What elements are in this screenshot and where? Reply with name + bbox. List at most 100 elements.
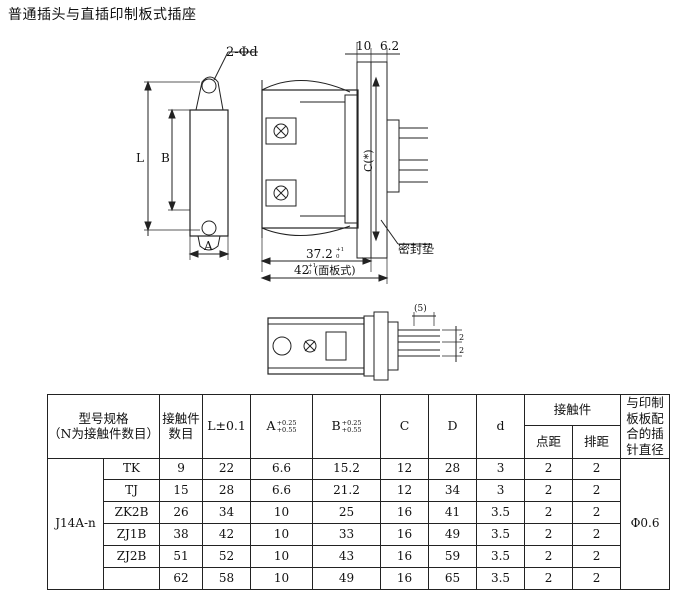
cell-B: 49	[312, 566, 382, 590]
series-cell: J14A-n	[47, 457, 104, 590]
technical-drawing: 2-Φd L B A	[136, 39, 464, 381]
header-L: L±0.1	[202, 394, 252, 459]
cell-L: 34	[202, 501, 252, 524]
cell-d: 3	[476, 457, 526, 481]
cell-row-pitch: 2	[572, 501, 622, 524]
cell-n: 9	[159, 457, 204, 481]
dim-10-label: 10	[356, 39, 371, 53]
cell-row-pitch: 2	[572, 544, 622, 568]
header-model-spec-note: （N为接触件数目）	[48, 426, 159, 442]
header-B-tol-plus: +0.25	[341, 418, 362, 427]
cell-C: 16	[380, 544, 430, 568]
cell-L: 58	[202, 566, 252, 590]
cell-point-pitch: 2	[524, 457, 574, 481]
cell-L: 22	[202, 457, 252, 481]
cell-B: 43	[312, 544, 382, 568]
header-A-text: A	[266, 418, 276, 434]
top-view	[267, 311, 462, 381]
dim-37-2-tol-minus: 0	[336, 254, 340, 260]
cell-n: 15	[159, 479, 204, 503]
dim-seal-label: 密封垫	[398, 241, 434, 256]
header-model-spec-title: 型号规格	[78, 410, 129, 426]
header-row-pitch: 排距	[572, 424, 622, 459]
cell-L: 28	[202, 479, 252, 503]
table-row: J14A-n TK 9 22 6.6 15.2 12 28 3 2 2 Φ0.6	[47, 457, 671, 590]
cell-D: 28	[428, 457, 478, 481]
cell-D: 59	[428, 544, 478, 568]
header-contact-group: 接触件	[524, 394, 622, 426]
dim-42-note: (面板式)	[314, 263, 356, 277]
spec-table: 型号规格 （N为接触件数目） 接触件数目 L±0.1 A+0.25+0.55 B…	[46, 394, 671, 590]
cell-B: 15.2	[312, 457, 382, 481]
cell-n: 38	[159, 522, 204, 546]
cell-C: 16	[380, 522, 430, 546]
cell-row-pitch: 2	[572, 479, 622, 503]
table-row: 62 58 10 49 16 65 3.5 2 2	[48, 566, 670, 590]
header-point-pitch: 点距	[524, 424, 574, 459]
cell-D: 49	[428, 522, 478, 546]
header-A: A+0.25+0.55	[250, 394, 314, 459]
cell-d: 3	[476, 479, 526, 503]
cell-C: 12	[380, 457, 430, 481]
header-contact-count: 接触件数目	[159, 394, 204, 459]
cell-point-pitch: 2	[524, 566, 574, 590]
dim-37-2-tol-plus: +1	[336, 247, 344, 253]
header-A-tol-plus: +0.25	[276, 418, 297, 427]
cell-C: 12	[380, 479, 430, 503]
dim-2a-label: 2	[459, 333, 464, 342]
cell-row-pitch: 2	[572, 522, 622, 546]
front-view	[144, 51, 258, 260]
header-d: d	[476, 394, 526, 459]
dim-42-label: 42	[294, 263, 309, 277]
header-B: B+0.25+0.55	[312, 394, 382, 459]
cell-L: 52	[202, 544, 252, 568]
cell-point-pitch: 2	[524, 479, 574, 503]
cell-C: 16	[380, 566, 430, 590]
table-row: TJ 15 28 6.6 21.2 12 34 3 2 2	[48, 479, 670, 503]
cell-D: 41	[428, 501, 478, 524]
cell-d: 3.5	[476, 501, 526, 524]
dim-hole-label: 2-Φd	[226, 45, 258, 60]
side-view	[260, 42, 432, 284]
table-row: ZJ1B 38 42 10 33 16 49 3.5 2 2	[48, 522, 670, 546]
dim-L-label: L	[136, 151, 144, 165]
header-A-tol-minus: +0.55	[276, 425, 297, 434]
cell-type: ZK2B	[102, 501, 161, 524]
cell-A: 6.6	[250, 479, 314, 503]
cell-row-pitch: 2	[572, 457, 622, 481]
header-model-spec: 型号规格 （N为接触件数目）	[46, 394, 161, 459]
header-C: C	[380, 394, 430, 459]
cell-d: 3.5	[476, 544, 526, 568]
header-B-text: B	[331, 418, 341, 434]
cell-point-pitch: 2	[524, 501, 574, 524]
cell-type: ZJ1B	[102, 522, 161, 546]
cell-B: 25	[312, 501, 382, 524]
cell-n: 26	[159, 501, 204, 524]
table-row: ZK2B 26 34 10 25 16 41 3.5 2 2	[48, 501, 670, 524]
cell-d: 3.5	[476, 522, 526, 546]
header-pcb-hole: 与印制板板配合的插针直径	[620, 394, 671, 459]
dim-C-label: C(*)	[362, 150, 375, 173]
dim-6-2-label: 6.2	[380, 39, 399, 53]
dim-2b-label: 2	[459, 346, 464, 355]
cell-L: 42	[202, 522, 252, 546]
cell-A: 6.6	[250, 457, 314, 481]
dim-B-label: B	[161, 151, 170, 165]
cell-d: 3.5	[476, 566, 526, 590]
header-D: D	[428, 394, 478, 459]
cell-B: 33	[312, 522, 382, 546]
cell-type: TK	[102, 457, 161, 481]
cell-row-pitch: 2	[572, 566, 622, 590]
cell-A: 10	[250, 566, 314, 590]
dim-42-tol-plus: +1	[308, 263, 316, 269]
cell-type	[102, 566, 161, 590]
cell-D: 65	[428, 566, 478, 590]
cell-point-pitch: 2	[524, 522, 574, 546]
cell-A: 10	[250, 544, 314, 568]
cell-n: 62	[159, 566, 204, 590]
pcb-hole-cell: Φ0.6	[620, 457, 671, 590]
table-row: ZJ2B 51 52 10 43 16 59 3.5 2 2	[48, 544, 670, 568]
cell-A: 10	[250, 501, 314, 524]
cell-type: ZJ2B	[102, 544, 161, 568]
header-B-tol-minus: +0.55	[341, 425, 362, 434]
